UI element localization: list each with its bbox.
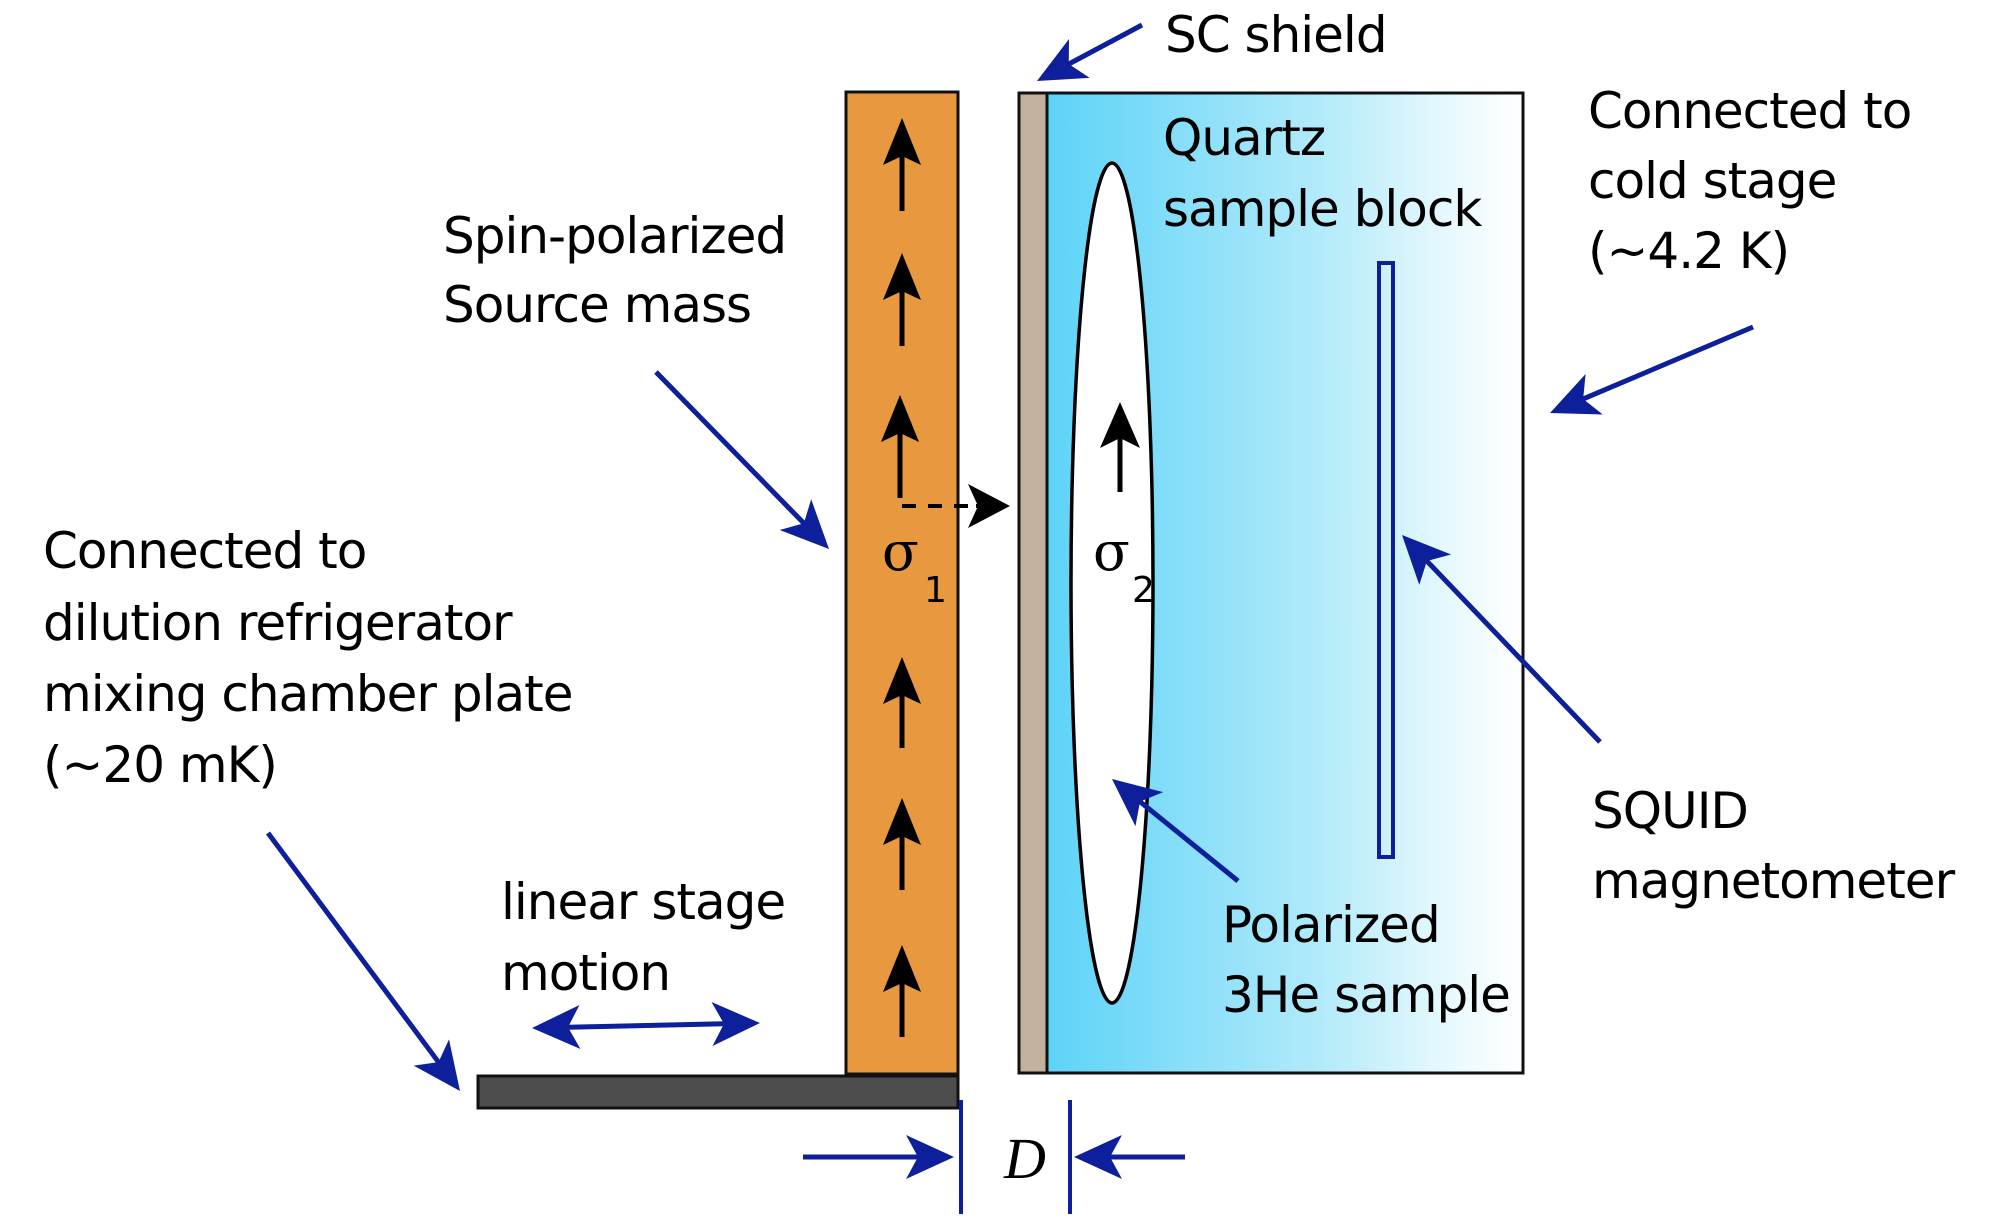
annotation-arrows bbox=[265, 22, 1754, 1179]
spin-up-arrow-icon bbox=[883, 253, 921, 346]
dilution-label-line1: Connected to bbox=[43, 522, 366, 580]
squid-label-line2: magnetometer bbox=[1592, 852, 1956, 910]
sigma1-subscript: 1 bbox=[924, 570, 947, 611]
arrowhead-icon bbox=[1402, 535, 1452, 585]
source-mass-label-line2: Source mass bbox=[443, 276, 751, 334]
distance-arrow-left bbox=[803, 1135, 954, 1179]
quartz-label-line2: sample block bbox=[1163, 180, 1482, 238]
distance-arrow-right bbox=[1074, 1135, 1185, 1179]
dilution-label-line3: mixing chamber plate bbox=[43, 665, 573, 723]
arrowhead-icon bbox=[906, 1135, 954, 1179]
polarized-sample-label-line1: Polarized bbox=[1222, 896, 1440, 954]
spin-up-arrow-icon bbox=[881, 395, 919, 498]
source-mass-pointer-arrow bbox=[654, 370, 829, 549]
squid-pointer-arrow bbox=[1402, 535, 1602, 744]
arrowhead-icon bbox=[532, 1004, 581, 1049]
arrowhead-icon bbox=[1550, 374, 1603, 415]
sigma1-label: σ bbox=[882, 520, 919, 583]
cold-stage-label-line1: Connected to bbox=[1588, 82, 1911, 140]
sc-shield-label: SC shield bbox=[1165, 6, 1387, 64]
spin-up-arrow-icon bbox=[883, 657, 921, 748]
squid-label-line1: SQUID bbox=[1592, 782, 1748, 840]
polarized-sample-pointer-arrow bbox=[1112, 779, 1240, 883]
arrowhead-icon bbox=[1074, 1135, 1122, 1179]
spin-up-arrow-icon bbox=[883, 118, 921, 211]
sigma2-label: σ bbox=[1093, 520, 1130, 583]
spin-arrows-source bbox=[881, 118, 921, 1037]
dilution-pointer-arrow bbox=[265, 831, 460, 1091]
cold-stage-label-line3: (~4.2 K) bbox=[1588, 222, 1789, 280]
arrowhead-icon bbox=[1112, 779, 1164, 827]
spin-up-arrow-icon bbox=[883, 945, 921, 1037]
sc-shield-pointer-arrow bbox=[1037, 22, 1144, 81]
polarized-sample-label-line2: 3He sample bbox=[1222, 966, 1510, 1024]
linear-motion-double-arrow bbox=[532, 1002, 760, 1049]
dilution-label-line4: (~20 mK) bbox=[43, 736, 277, 794]
linear-stage-label-line2: motion bbox=[501, 944, 670, 1002]
dilution-label-line2: dilution refrigerator bbox=[43, 594, 513, 652]
quartz-label-line1: Quartz bbox=[1163, 109, 1325, 167]
cold-stage-pointer-arrow bbox=[1550, 324, 1754, 415]
sigma2-subscript: 2 bbox=[1132, 570, 1155, 611]
spin-arrow-sample bbox=[1100, 402, 1140, 492]
sc-shield bbox=[1017, 91, 1049, 1075]
arrowhead-icon bbox=[1037, 39, 1090, 81]
arrowhead-icon bbox=[779, 499, 829, 549]
squid-magnetometer bbox=[1377, 261, 1395, 859]
linear-stage-plate bbox=[476, 1074, 960, 1110]
source-mass-label-line1: Spin-polarized bbox=[443, 207, 786, 265]
dashed-field-arrow bbox=[902, 484, 1010, 528]
arrowhead-icon bbox=[711, 1002, 760, 1047]
cold-stage-label-line2: cold stage bbox=[1588, 152, 1836, 210]
spin-up-arrow-icon bbox=[883, 798, 921, 890]
linear-stage-label-line1: linear stage bbox=[501, 873, 785, 931]
arrowhead-icon bbox=[413, 1039, 460, 1091]
distance-label: D bbox=[1003, 1126, 1046, 1191]
